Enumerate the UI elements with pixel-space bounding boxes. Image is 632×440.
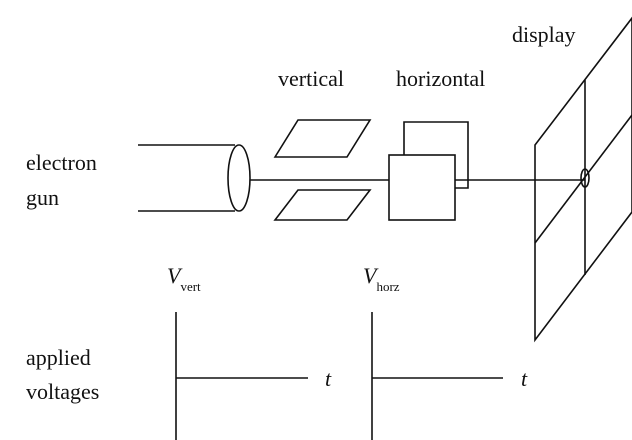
horizontal-plates	[388, 121, 469, 221]
horizontal-label: horizontal	[396, 66, 485, 91]
vertical-plate-top	[273, 119, 372, 158]
electron-gun-label-line2: gun	[26, 185, 59, 210]
vertical-plate-bottom	[273, 189, 372, 221]
electron-gun-label-line1: electron	[26, 150, 97, 175]
display-label: display	[512, 22, 576, 47]
v-vert-axes	[175, 312, 308, 440]
v-horz-axes	[371, 312, 503, 440]
display-screen	[534, 16, 632, 343]
applied-voltages-label-line1: applied	[26, 345, 91, 370]
time-label-vert: t	[325, 366, 332, 391]
vertical-label: vertical	[278, 66, 344, 91]
applied-voltages-label-line2: voltages	[26, 379, 99, 404]
electron-gun	[138, 144, 251, 212]
time-label-horz: t	[521, 366, 528, 391]
v-horz-label: Vhorz	[363, 263, 400, 294]
v-vert-label: Vvert	[167, 263, 201, 294]
